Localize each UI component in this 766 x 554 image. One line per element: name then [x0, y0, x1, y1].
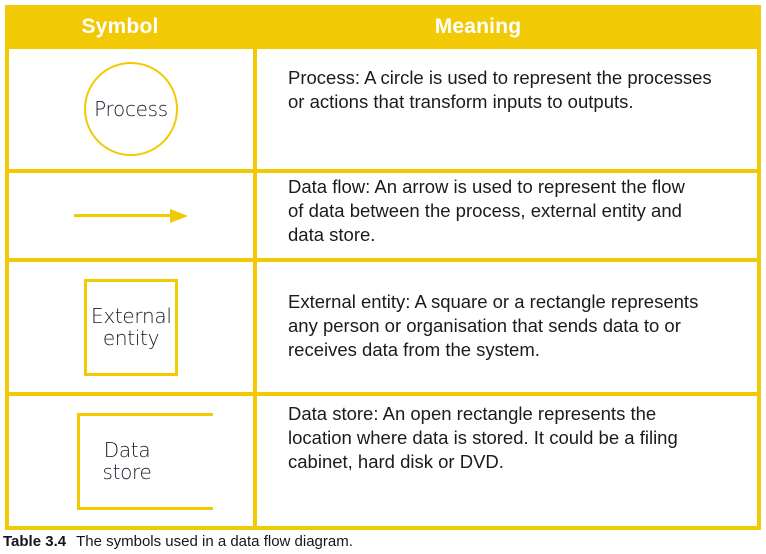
meaning-cell-external-entity: External entity: A square or a rectangle… [257, 262, 757, 392]
data-flow-arrow-icon [74, 208, 188, 223]
symbol-cell-external-entity: External entity [9, 262, 257, 392]
arrow-head [170, 208, 188, 223]
process-circle-symbol: Process [84, 62, 178, 156]
meaning-cell-data-flow: Data flow: An arrow is used to represent… [257, 173, 757, 258]
table-row-data-store: Data store Data store: An open rectangle… [9, 396, 757, 530]
process-symbol-label: Process [94, 97, 168, 121]
data-store-symbol-label: Data store [102, 438, 152, 484]
external-entity-symbol-label: External entity [91, 304, 172, 350]
meaning-text: or actions that transform inputs to outp… [288, 91, 634, 112]
meaning-text: Data store: An open rectangle represents… [288, 403, 657, 424]
meaning-text: Data flow: An arrow is used to represent… [288, 176, 685, 197]
data-store-open-rectangle-symbol: Data store [77, 412, 213, 510]
meaning-cell-data-store: Data store: An open rectangle represents… [257, 396, 757, 526]
meaning-cell-process: Process: A circle is used to represent t… [257, 49, 757, 169]
table-row-process: Process Process: A circle is used to rep… [9, 49, 757, 173]
column-header-symbol: Symbol [5, 5, 255, 49]
column-header-symbol-label: Symbol [81, 15, 159, 38]
meaning-text: cabinet, hard disk or DVD. [288, 451, 504, 472]
table-row-data-flow: Data flow: An arrow is used to represent… [9, 173, 757, 262]
meaning-text: data store. [288, 224, 376, 245]
meaning-text: any person or organisation that sends da… [288, 315, 681, 336]
column-header-meaning: Meaning [255, 5, 761, 49]
meaning-text: of data between the process, external en… [288, 200, 682, 221]
table-header-row: Symbol Meaning [5, 5, 761, 49]
external-entity-square-symbol: External entity [84, 278, 178, 376]
table-body: Process Process: A circle is used to rep… [5, 49, 761, 530]
meaning-text: Process: A circle is used to represent t… [288, 67, 712, 88]
symbol-meaning-table: Symbol Meaning Process Process: A circle… [5, 5, 761, 530]
meaning-text: External entity: A square or a rectangle… [288, 291, 699, 312]
symbol-cell-data-store: Data store [9, 396, 257, 526]
arrow-line [74, 214, 170, 217]
table-caption-text: The symbols used in a data flow diagram. [76, 533, 353, 550]
table-caption: Table 3.4 The symbols used in a data flow… [3, 533, 353, 550]
column-header-meaning-label: Meaning [434, 15, 522, 38]
meaning-text: location where data is stored. It could … [288, 427, 678, 448]
symbol-cell-process: Process [9, 49, 257, 169]
symbol-cell-data-flow [9, 173, 257, 258]
table-caption-number: Table 3.4 [3, 533, 67, 550]
table-row-external-entity: External entity External entity: A squar… [9, 262, 757, 396]
meaning-text: receives data from the system. [288, 339, 540, 360]
